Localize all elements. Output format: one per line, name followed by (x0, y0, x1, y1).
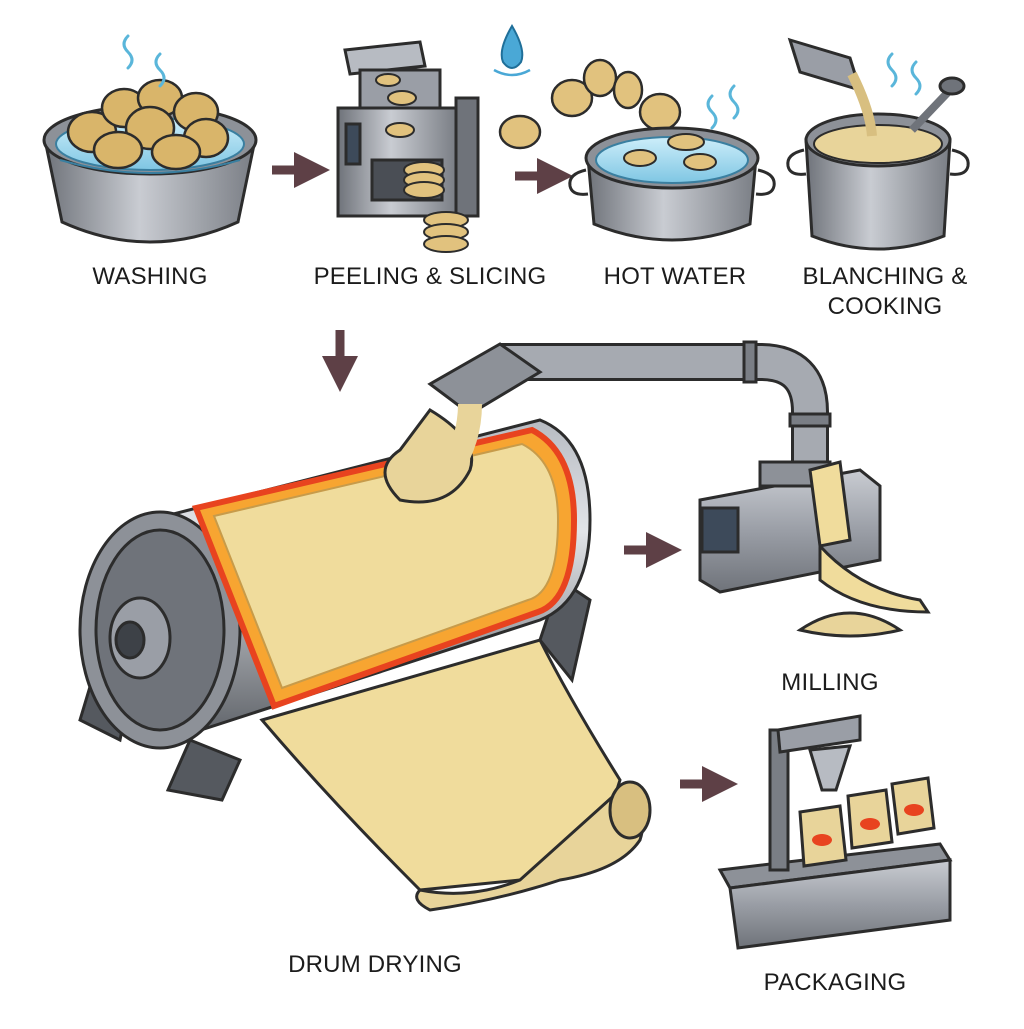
flying-potato-slices (498, 58, 682, 150)
step-label-blanching-cooking: BLANCHING & COOKING (790, 262, 980, 322)
step-label-milling: MILLING (781, 669, 879, 696)
steam-icon (886, 52, 922, 96)
water-drop-icon (493, 24, 531, 77)
step-label-peeling-slicing: PEELING & SLICING (313, 263, 547, 290)
dried-potato-sheet (259, 638, 652, 912)
steam-icon (122, 34, 166, 88)
drum-dryer (78, 403, 592, 802)
washing-bowl (42, 78, 258, 244)
milling-machine (698, 460, 931, 638)
step-label-washing: WASHING (92, 263, 208, 290)
hot-water-pot (568, 126, 776, 242)
step-label-packaging: PACKAGING (763, 969, 907, 996)
step-label-blanching-line2: COOKING (827, 293, 943, 320)
step-label-blanching-line1: BLANCHING & (802, 263, 968, 290)
transfer-pipe (427, 340, 832, 462)
potatoes (66, 78, 230, 171)
packaging-line (717, 714, 953, 950)
step-label-drum-drying: DRUM DRYING (288, 951, 462, 978)
peeling-slicing-machine (336, 40, 480, 253)
step-label-hot-water: HOT WATER (603, 263, 747, 290)
blanching-cooking-pot (786, 37, 970, 251)
steam-icon (706, 84, 740, 130)
